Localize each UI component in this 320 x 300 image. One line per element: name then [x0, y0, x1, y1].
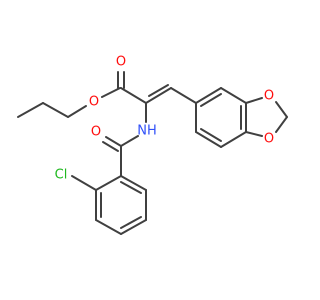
- bond-ring2-4: [120, 219, 147, 235]
- bond-ring2-3: [95, 219, 122, 235]
- bond-ring1-5: [195, 131, 222, 148]
- bond-ester-o-c: [101, 87, 121, 98]
- bond-ring2-4b: [120, 216, 142, 229]
- atom-ester-carbonyl-o: O: [116, 55, 126, 70]
- bond-dioxole-1: [245, 97, 263, 104]
- bond-ring1-5b: [200, 128, 222, 142]
- molecule-structure: O O O NH Cl O O: [17, 55, 288, 235]
- bond-ring2-6b: [120, 181, 142, 194]
- atom-dioxole-o-bottom: O: [264, 132, 274, 147]
- bond-propyl-3: [67, 105, 87, 118]
- bond-dioxole-4: [245, 131, 263, 137]
- bond-alpha-beta-b: [148, 84, 169, 97]
- bond-ring1-1b: [200, 93, 222, 107]
- bond-c-cl: [71, 175, 97, 191]
- atom-chlorine: Cl: [55, 168, 68, 183]
- bond-beta-aryl: [170, 87, 197, 104]
- bond-n-amide-c: [120, 135, 139, 147]
- bond-dioxole-3: [275, 116, 288, 133]
- atom-amide-o: O: [91, 125, 101, 140]
- structure-canvas: O O O NH Cl O O: [17, 55, 288, 235]
- bond-propyl-2: [42, 102, 69, 118]
- atom-ester-o: O: [89, 95, 99, 110]
- bond-ring1-1: [195, 87, 222, 104]
- bond-carbonyl-alpha: [120, 87, 147, 104]
- bond-alpha-beta-a: [145, 87, 172, 104]
- bond-amide-carbonyl-b: [102, 141, 119, 152]
- bond-amide-carbonyl-a: [105, 136, 122, 147]
- bond-ring2-6: [120, 175, 147, 191]
- bond-ring2-1: [95, 175, 122, 191]
- atom-amide-nh: NH: [137, 124, 157, 139]
- bond-ring1-2: [220, 87, 247, 104]
- bond-ring1-4: [220, 131, 247, 148]
- bond-dioxole-2: [275, 101, 288, 118]
- atom-dioxole-o-top: O: [264, 89, 274, 104]
- bond-propyl-1: [17, 102, 44, 118]
